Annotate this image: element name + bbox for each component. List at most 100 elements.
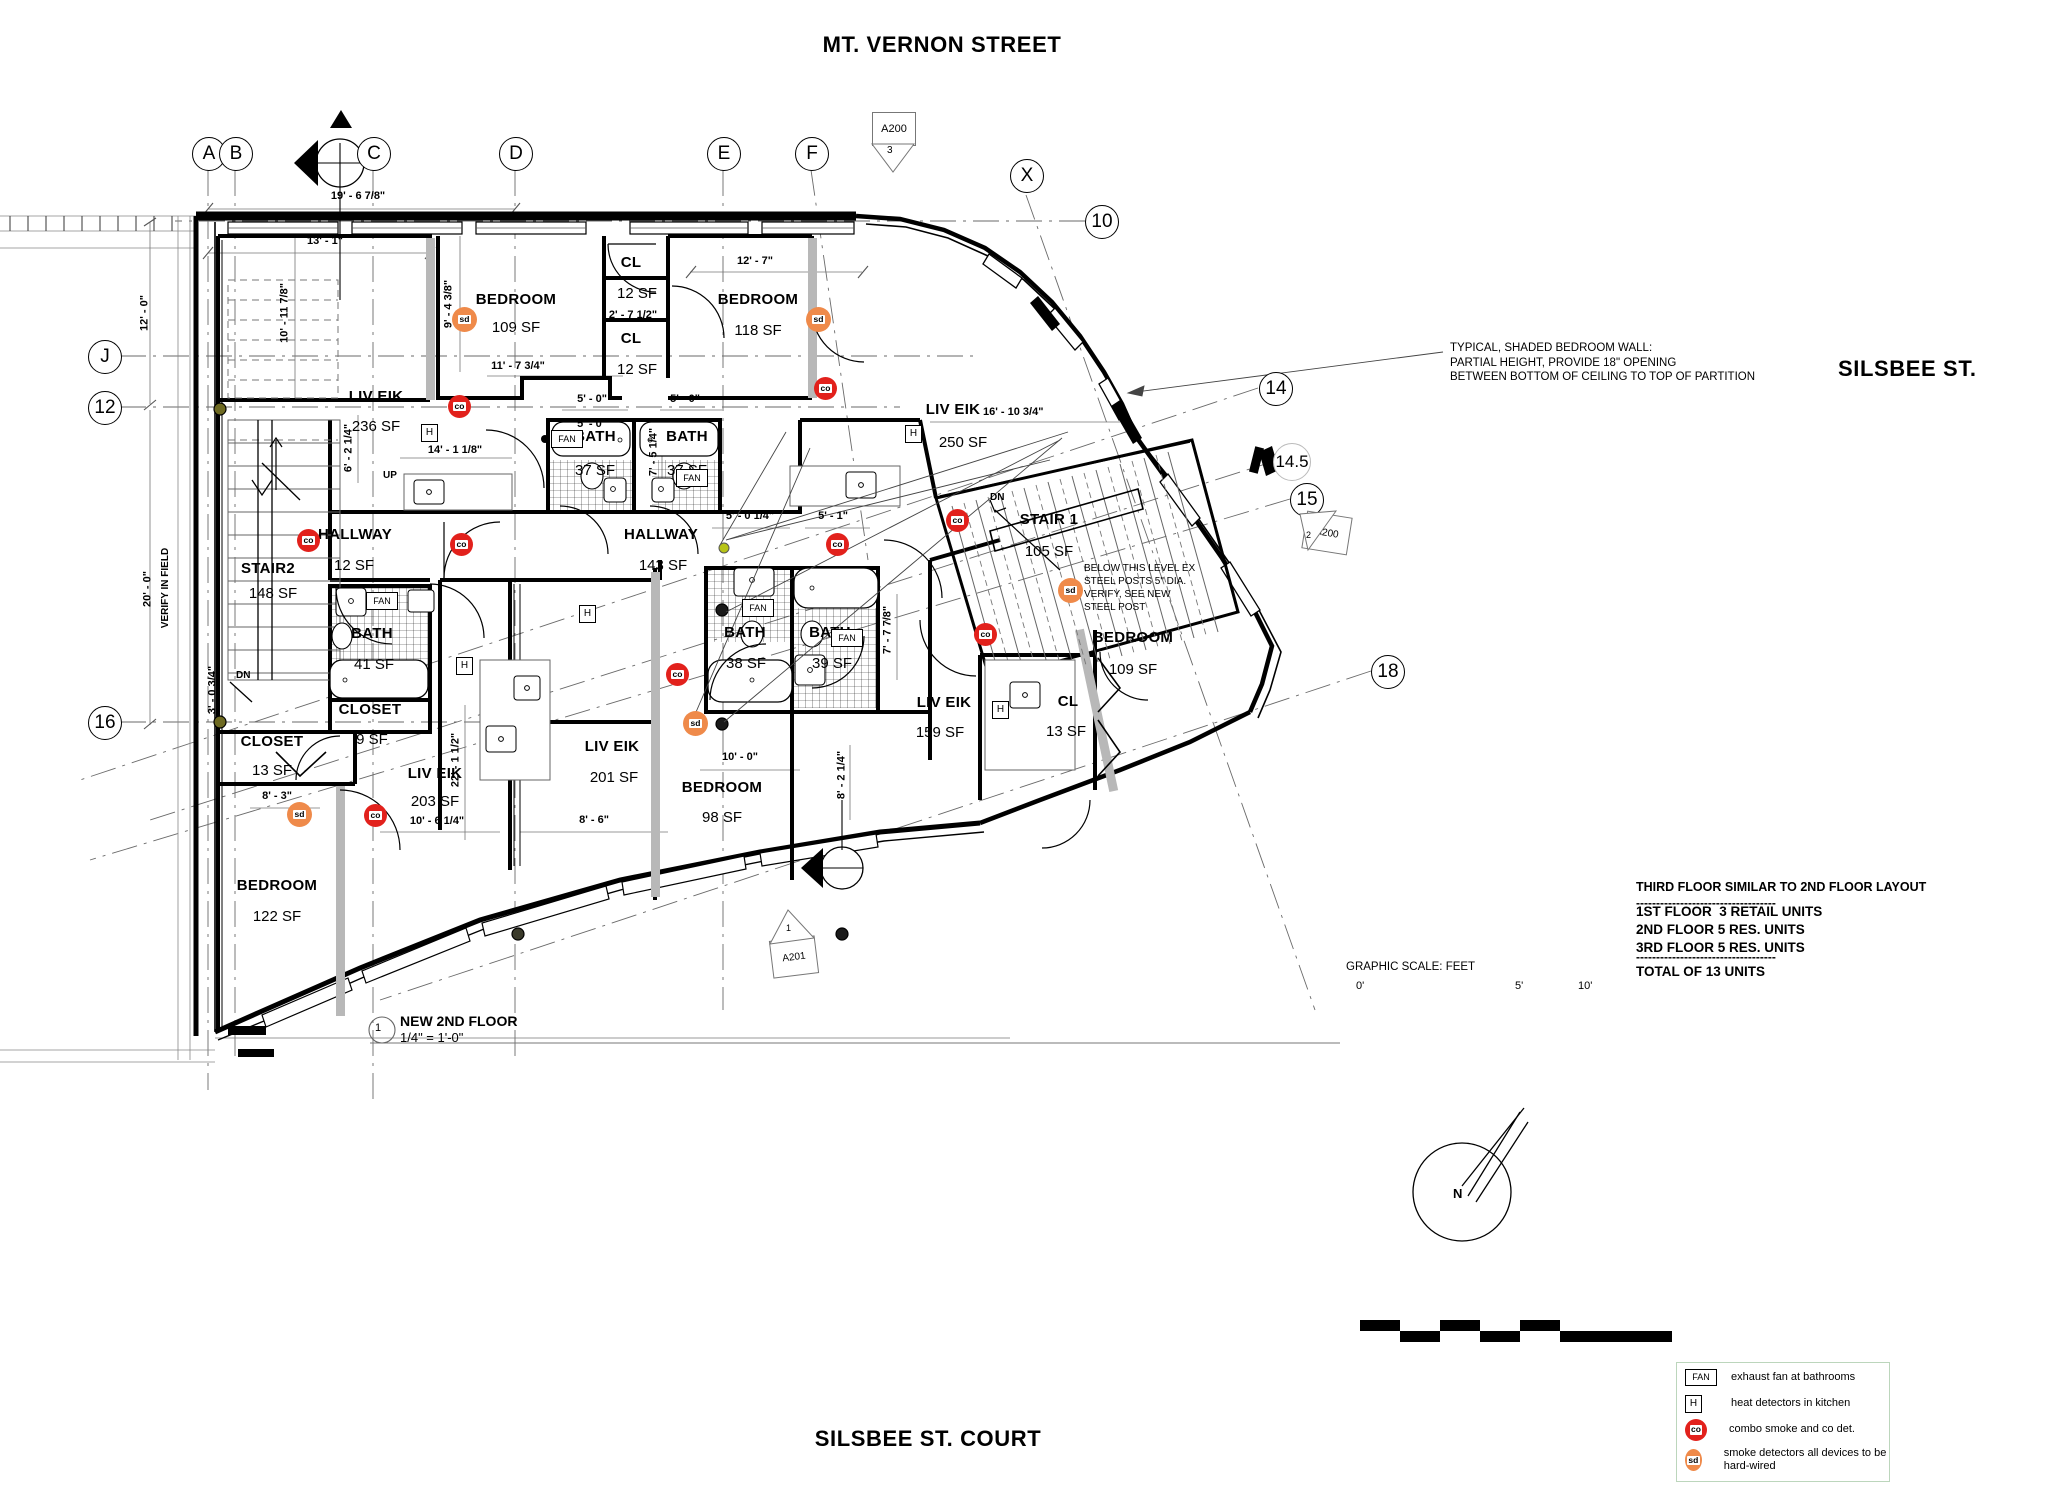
room-area: 37 SF — [574, 462, 616, 479]
smoke-detector-icon[interactable]: sd — [1058, 578, 1083, 603]
stair2-treads — [227, 419, 341, 681]
co-detector-icon[interactable]: co — [448, 395, 471, 418]
heat-detector-icon[interactable]: H — [992, 701, 1009, 719]
graphic-scale-title: GRAPHIC SCALE: FEET — [1346, 961, 1476, 973]
unit-summary-rule-1: ----------------------------------- — [1636, 896, 1776, 910]
grid-bubble-d[interactable]: D — [499, 137, 533, 171]
grid-bubble-f[interactable]: F — [795, 137, 829, 171]
room-name: LIV EIK — [407, 765, 463, 782]
stair2-dn-label: DN — [236, 670, 251, 681]
unit-summary-line: 2ND FLOOR 5 RES. UNITS — [1636, 922, 1805, 937]
street-label-top: MT. VERNON STREET — [822, 32, 1062, 57]
dimension-text: 8' - 3" — [262, 790, 292, 802]
co-detector-icon[interactable]: co — [364, 804, 387, 827]
shaded-wall-leader — [1126, 351, 1444, 397]
room-area: 105 SF — [1024, 543, 1074, 560]
smoke-detector-icon[interactable]: sd — [806, 307, 831, 332]
room-name: BATH — [574, 428, 616, 445]
unit-summary-line: 3RD FLOOR 5 RES. UNITS — [1636, 940, 1805, 955]
room-name: BEDROOM — [475, 291, 557, 308]
dimension-text: 13' - 1" — [307, 235, 343, 247]
callout-a200-3-detail: 3 — [887, 145, 893, 156]
grid-bubble-14-5[interactable]: 14.5 — [1273, 443, 1311, 481]
grid-bubble-10[interactable]: 10 — [1085, 205, 1119, 239]
window-openings-bottom — [261, 833, 879, 1028]
dimension-text: 10' - 11 7/8" — [278, 283, 291, 343]
room-area: 13 SF — [1045, 723, 1087, 740]
room-name: HALLWAY — [317, 526, 393, 543]
grid-bubble-12[interactable]: 12 — [88, 391, 122, 425]
dimension-text: 5' - 0" — [577, 393, 607, 405]
grid-bubble-a[interactable]: A — [192, 137, 226, 171]
co-detector-icon[interactable]: co — [450, 533, 473, 556]
room-area: 12 SF — [333, 557, 375, 574]
dimension-text: 6' - 2 1/4" — [342, 423, 355, 473]
legend-heat-text: heat detectors in kitchen — [1731, 1397, 1851, 1410]
callout-a200-3-box[interactable]: A200 — [872, 112, 916, 146]
smoke-detector-icon[interactable]: sd — [683, 711, 708, 736]
exhaust-fan-icon[interactable]: FAN — [366, 592, 398, 610]
heat-detector-icon[interactable]: H — [579, 605, 596, 623]
co-detector-icon[interactable]: co — [814, 377, 837, 400]
heat-detector-icon[interactable]: H — [421, 424, 438, 442]
room-name: LIV EIK — [348, 388, 404, 405]
grid-bubble-x[interactable]: X — [1010, 159, 1044, 193]
dimension-note-verify: VERIFY IN FIELD — [160, 547, 172, 629]
room-area: 236 SF — [351, 418, 401, 435]
grid-bubble-j[interactable]: J — [88, 340, 122, 374]
co-detector-icon[interactable]: co — [826, 533, 849, 556]
stair1-rail — [939, 441, 1191, 552]
room-name: BATH — [666, 428, 708, 445]
stair-up-label: UP — [383, 470, 397, 481]
exhaust-fan-icon[interactable]: FAN — [831, 629, 863, 647]
dimension-text: 22' - 1 1/2" — [449, 732, 462, 788]
section-cut-marker-mid — [801, 800, 864, 890]
co-detector-icon[interactable]: co — [974, 623, 997, 646]
room-name: CLOSET — [240, 733, 304, 750]
grid-bubble-16[interactable]: 16 — [88, 706, 122, 740]
unit-summary-line: 1ST FLOOR 3 RETAIL UNITS — [1636, 904, 1823, 919]
smoke-detector-icon[interactable]: sd — [452, 307, 477, 332]
heat-detector-icon[interactable]: H — [905, 425, 922, 443]
room-name: BATH — [724, 624, 766, 641]
steel-post-markers — [213, 402, 849, 941]
smoke-detector-icon[interactable]: sd — [287, 802, 312, 827]
exhaust-fan-icon[interactable]: FAN — [676, 469, 708, 487]
heat-detector-icon[interactable]: H — [456, 657, 473, 675]
co-detector-icon[interactable]: co — [666, 663, 689, 686]
grid-bubble-e[interactable]: E — [707, 137, 741, 171]
note-steel-post: BELOW THIS LEVEL EX STEEL POSTS 5" DIA. … — [1084, 563, 1196, 613]
dimension-text: 14' - 1 1/8" — [427, 444, 483, 456]
dimension-text: 7' - 5 1/4" — [647, 427, 660, 477]
grid-bubble-c[interactable]: C — [357, 137, 391, 171]
room-area: 148 SF — [248, 585, 298, 602]
graphic-scale-tick-5: 5' — [1515, 980, 1524, 992]
exhaust-fan-icon[interactable]: FAN — [742, 599, 774, 617]
room-area: 109 SF — [1108, 661, 1158, 678]
co-detector-icon[interactable]: co — [297, 529, 320, 552]
room-area: 118 SF — [734, 322, 782, 339]
co-detector-icon[interactable]: co — [946, 509, 969, 532]
kitchen-counters — [403, 465, 1076, 781]
grid-bubble-b[interactable]: B — [219, 137, 253, 171]
stair1-dashed-above — [963, 454, 1207, 684]
room-name: CLOSET — [338, 701, 402, 718]
room-name: BATH — [351, 625, 393, 642]
exhaust-fan-icon[interactable]: FAN — [551, 430, 583, 448]
unit-summary-rule-2: ----------------------------------- — [1636, 950, 1776, 964]
dimension-text: 5' - 0" — [577, 418, 607, 430]
legend-co-detector-icon: co — [1685, 1419, 1707, 1441]
dimension-text: 8' - 6" — [579, 814, 609, 826]
sheet-title: NEW 2ND FLOOR — [400, 1013, 518, 1029]
bath-39-fixtures — [793, 567, 879, 708]
room-area: 39 SF — [811, 655, 853, 672]
room-area: 159 SF — [915, 724, 965, 741]
unit-summary-header: THIRD FLOOR SIMILAR TO 2ND FLOOR LAYOUT — [1636, 880, 1927, 894]
room-area: 98 SF — [701, 809, 743, 826]
grid-bubble-18[interactable]: 18 — [1371, 655, 1405, 689]
callout-a200-2-detail: 2 — [1306, 530, 1312, 540]
grid-bubble-14[interactable]: 14 — [1259, 372, 1293, 406]
legend-smoke-text: smoke detectors all devices to be hard-w… — [1723, 1447, 1887, 1473]
dimension-text: 7' - 7 7/8" — [881, 605, 894, 655]
